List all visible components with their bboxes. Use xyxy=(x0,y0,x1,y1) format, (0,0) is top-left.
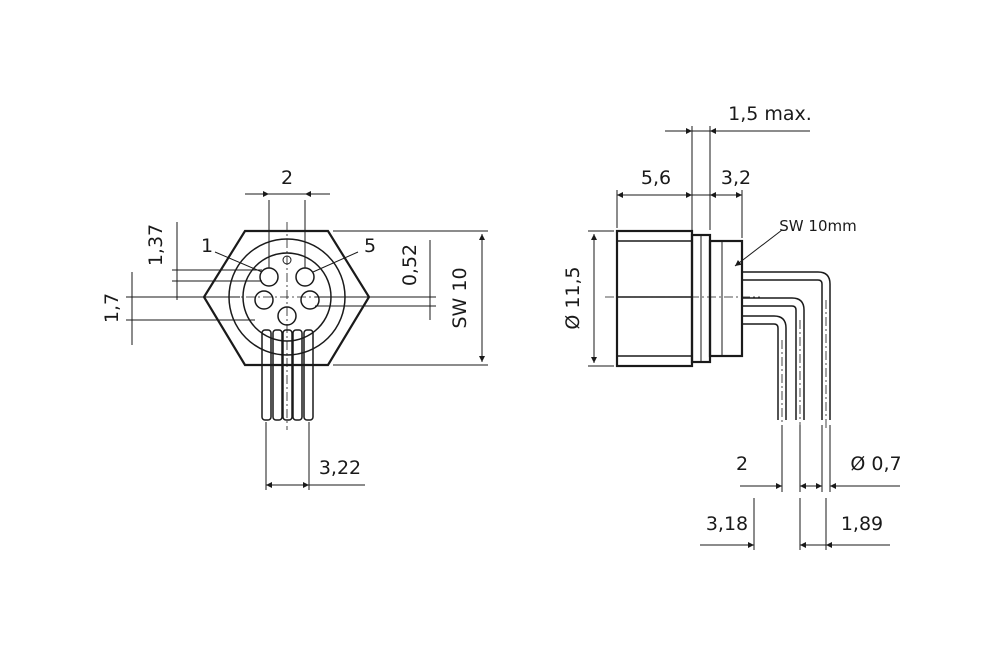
label-pin-dia: Ø 0,7 xyxy=(850,453,901,475)
contact-4 xyxy=(300,290,320,310)
label-1-89: 1,89 xyxy=(841,513,883,535)
dim-2-bottom: 2 xyxy=(736,425,820,492)
front-view: 2 1,37 1,7 0,52 SW 10 xyxy=(101,167,488,490)
dim-5-6: 5,6 xyxy=(616,167,743,238)
label-pin-1: 1 xyxy=(201,235,213,257)
dim-1-7: 1,7 xyxy=(101,272,255,345)
dim-dia-11-5: Ø 11,5 xyxy=(562,230,614,367)
leader-pin-5: 5 xyxy=(312,235,376,273)
label-5-6: 5,6 xyxy=(641,167,671,189)
dim-3-22: 3,22 xyxy=(265,422,365,490)
flange xyxy=(708,239,744,358)
front-pins xyxy=(261,329,314,421)
label-dia-11-5: Ø 11,5 xyxy=(562,266,584,329)
contact-1 xyxy=(259,267,279,287)
label-sw10mm: SW 10mm xyxy=(779,217,856,235)
label-3-22: 3,22 xyxy=(319,457,361,479)
label-pitch-top: 2 xyxy=(281,167,293,189)
dim-pin-dia: Ø 0,7 xyxy=(808,425,902,492)
dim-3-18: 3,18 xyxy=(700,498,830,550)
label-0-52: 0,52 xyxy=(399,244,421,286)
hex-body xyxy=(615,229,694,368)
dim-1-5-max: 1,5 max. xyxy=(665,103,812,230)
side-view: 1,5 max. 5,6 3,2 SW 10mm Ø 11,5 xyxy=(562,103,902,550)
label-1-5-max: 1,5 max. xyxy=(728,103,812,125)
pin-right-mid xyxy=(292,329,303,421)
pin-right xyxy=(303,329,314,421)
dim-1-89: 1,89 xyxy=(825,498,890,550)
leader-sw10mm: SW 10mm xyxy=(734,217,857,267)
dim-3-2: 3,2 xyxy=(692,167,751,198)
contact-3 xyxy=(254,290,274,310)
leader-pin-1: 1 xyxy=(201,235,263,273)
contact-2 xyxy=(295,267,315,287)
label-1-7: 1,7 xyxy=(101,293,123,323)
label-2-bottom: 2 xyxy=(736,453,748,475)
dim-pitch-top: 2 xyxy=(245,167,330,268)
dim-0-52: 0,52 xyxy=(315,240,436,320)
label-3-2: 3,2 xyxy=(721,167,751,189)
bent-pins xyxy=(742,271,831,430)
pin-left-mid xyxy=(272,329,283,421)
label-3-18: 3,18 xyxy=(706,513,748,535)
dim-1-37: 1,37 xyxy=(145,222,262,300)
label-pin-5: 5 xyxy=(364,235,376,257)
label-1-37: 1,37 xyxy=(145,224,167,266)
label-sw10: SW 10 xyxy=(449,267,471,328)
dim-sw10: SW 10 xyxy=(333,230,488,366)
pin-center xyxy=(282,329,293,421)
pin-left xyxy=(261,329,272,421)
